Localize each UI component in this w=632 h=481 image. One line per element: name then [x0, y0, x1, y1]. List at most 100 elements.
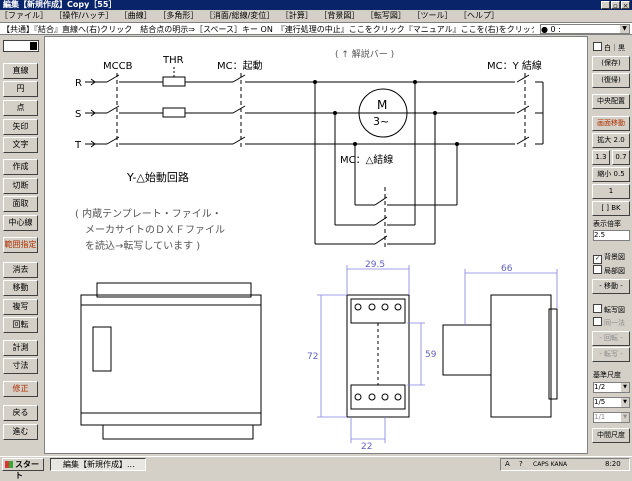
menu-help[interactable]: ［ヘルプ］	[459, 11, 500, 20]
help-icon[interactable]: ?	[519, 460, 523, 468]
check-icon: ✓	[593, 255, 602, 264]
tool-rotate[interactable]: 回転	[3, 317, 38, 333]
menu-calc[interactable]: ［計算］	[280, 11, 313, 20]
zoom-in-button[interactable]: 拡大 2.0	[592, 133, 630, 148]
chevron-down-icon[interactable]: ▼	[621, 413, 629, 422]
color-selector[interactable]	[3, 40, 39, 52]
mid-scale-button[interactable]: 中間尺度	[592, 428, 630, 443]
fit-button[interactable]: [ ] BK	[592, 201, 630, 216]
transfer-button[interactable]: - 転写 -	[592, 347, 630, 362]
minimize-button[interactable]: _	[601, 1, 610, 10]
menu-file[interactable]: ［ファイル］	[0, 11, 48, 20]
label-r: R	[75, 78, 82, 89]
scale-select-3[interactable]: 1/1▼	[593, 412, 630, 423]
zoom-0-7-button[interactable]: 0.7	[612, 150, 630, 165]
label-mccb: MCCB	[103, 61, 133, 72]
display-ratio-input[interactable]: 2.5	[593, 230, 630, 241]
system-tray: A ? CAPS KANA 8:20	[500, 458, 630, 471]
chk-partial[interactable]: 局部図	[593, 265, 631, 276]
menu-erase[interactable]: ［消面/総線/変位］	[204, 11, 275, 20]
cad-drawing[interactable]: MCCB THR MC：起動 ( ↑ 解説バー ) MC：Y 結線 MC：△結線…	[45, 37, 587, 453]
tool-text[interactable]: 文字	[3, 137, 38, 153]
tool-centerline[interactable]: 中心線	[3, 215, 38, 231]
chevron-down-icon[interactable]: ▼	[621, 383, 629, 392]
dim-29-5: 29.5	[365, 260, 385, 270]
label-t: T	[74, 140, 82, 151]
relay-drawing	[346, 294, 410, 418]
chevron-down-icon[interactable]: ▼	[620, 25, 629, 33]
arrow-t-icon	[90, 140, 96, 148]
start-button[interactable]: スタート	[2, 458, 44, 480]
dim-66: 66	[501, 264, 513, 274]
drawing-canvas[interactable]: MCCB THR MC：起動 ( ↑ 解説バー ) MC：Y 結線 MC：△結線…	[44, 36, 588, 454]
caps-indicator: CAPS KANA	[533, 461, 568, 468]
tool-arrow[interactable]: 矢印	[3, 119, 38, 135]
menu-bar: ［ファイル］ ［操作/ハッチ］ ［曲線］ ［多角形］ ［消面/総線/変位］ ［計…	[0, 10, 632, 21]
menu-operation[interactable]: ［操作/ハッチ］	[54, 11, 114, 20]
tool-circle[interactable]: 円	[3, 81, 38, 97]
scale-select-1[interactable]: 1/2▼	[593, 382, 630, 393]
label-thr: THR	[162, 55, 184, 66]
chk-transfer[interactable]: 転写図	[593, 304, 631, 315]
tool-move[interactable]: 移動	[3, 280, 38, 296]
chk-white-black[interactable]: 白｜黒	[593, 42, 631, 53]
motor-m-label: M	[377, 98, 387, 112]
label-comment: ( ↑ 解説バー )	[335, 48, 394, 60]
tool-copy[interactable]: 複写	[3, 299, 38, 315]
chk-same[interactable]: 同一法	[593, 317, 631, 328]
checkbox-icon	[593, 304, 602, 313]
ime-icon[interactable]: A	[505, 460, 510, 468]
plc-drawing	[80, 282, 262, 440]
info-text[interactable]: 【共通】『結合』直線へ(右)クリック 結合点の明示⇒［スペース］キー ON 『連…	[2, 25, 534, 34]
tool-range-select[interactable]: 範囲指定	[3, 237, 38, 253]
window-title: 編集【新規作成】Copy［55］	[3, 0, 117, 9]
note-line-1: ( 内蔵テンプレート・ファイル・	[75, 207, 222, 220]
zoom-out-button[interactable]: 縮小 0.5	[592, 167, 630, 182]
side-view-drawing	[442, 294, 558, 418]
rotate-button[interactable]: - 回転 -	[592, 331, 630, 346]
scale-select-2[interactable]: 1/5▼	[593, 397, 630, 408]
info-bar: 【共通】『結合』直線へ(右)クリック 結合点の明示⇒［スペース］キー ON 『連…	[0, 22, 632, 35]
tool-dimension[interactable]: 寸法	[3, 358, 38, 374]
move-button[interactable]: - 移動 -	[592, 279, 630, 294]
redo-button[interactable]: 進む	[3, 424, 38, 440]
circuit-diagram	[85, 67, 544, 247]
dim-22: 22	[361, 442, 372, 452]
menu-transfer[interactable]: ［転写図］	[365, 11, 406, 20]
motor-3-label: 3~	[373, 115, 389, 128]
tool-point[interactable]: 点	[3, 100, 38, 116]
tool-create[interactable]: 作成	[3, 159, 38, 175]
zoom-1-button[interactable]: 1	[592, 184, 630, 199]
menu-curve[interactable]: ［曲線］	[119, 11, 152, 20]
arrow-s-icon	[90, 109, 96, 117]
right-panel: 白｜黒 (保存) (復帰) 中央配置 画面移動 拡大 2.0 1.3 0.7 縮…	[590, 36, 632, 454]
dimension-lines	[317, 265, 558, 443]
label-mc-delta: MC：△結線	[340, 153, 393, 166]
menu-background[interactable]: ［背景図］	[319, 11, 360, 20]
screen-move-button[interactable]: 画面移動	[592, 116, 630, 131]
left-tool-panel: 直線 円 点 矢印 文字 作成 切断 面取 中心線 範囲指定 消去 移動 複写 …	[0, 36, 42, 454]
chevron-down-icon[interactable]: ▼	[621, 398, 629, 407]
menu-tools[interactable]: ［ツール］	[412, 11, 453, 20]
menu-polygon[interactable]: ［多角形］	[158, 11, 199, 20]
tool-line[interactable]: 直線	[3, 63, 38, 79]
zoom-1-3-button[interactable]: 1.3	[592, 150, 610, 165]
tool-chamfer[interactable]: 面取	[3, 196, 38, 212]
layer-combo[interactable]: ● 0 : ▼	[540, 24, 630, 34]
close-button[interactable]: ×	[621, 1, 630, 10]
restore-view-button[interactable]: (復帰)	[592, 73, 630, 88]
chk-background[interactable]: ✓背景図	[593, 253, 625, 264]
save-view-button[interactable]: (保存)	[592, 56, 630, 71]
undo-button[interactable]: 戻る	[3, 405, 38, 421]
tool-modify[interactable]: 修正	[3, 381, 38, 397]
tool-measure[interactable]: 計測	[3, 340, 38, 356]
note-line-2: メーカサイトのＤＸＦファイル	[85, 224, 225, 236]
taskbar-item-editor[interactable]: 編集【新規作成】...	[50, 458, 146, 471]
side-view-body	[490, 294, 552, 418]
tool-cut[interactable]: 切断	[3, 178, 38, 194]
checkbox-icon	[593, 317, 602, 326]
tool-erase[interactable]: 消去	[3, 262, 38, 278]
drawing-labels: MCCB THR MC：起動 ( ↑ 解説バー ) MC：Y 結線 MC：△結線…	[74, 48, 542, 452]
maximize-button[interactable]: ▫	[611, 1, 620, 10]
center-button[interactable]: 中央配置	[592, 94, 630, 109]
